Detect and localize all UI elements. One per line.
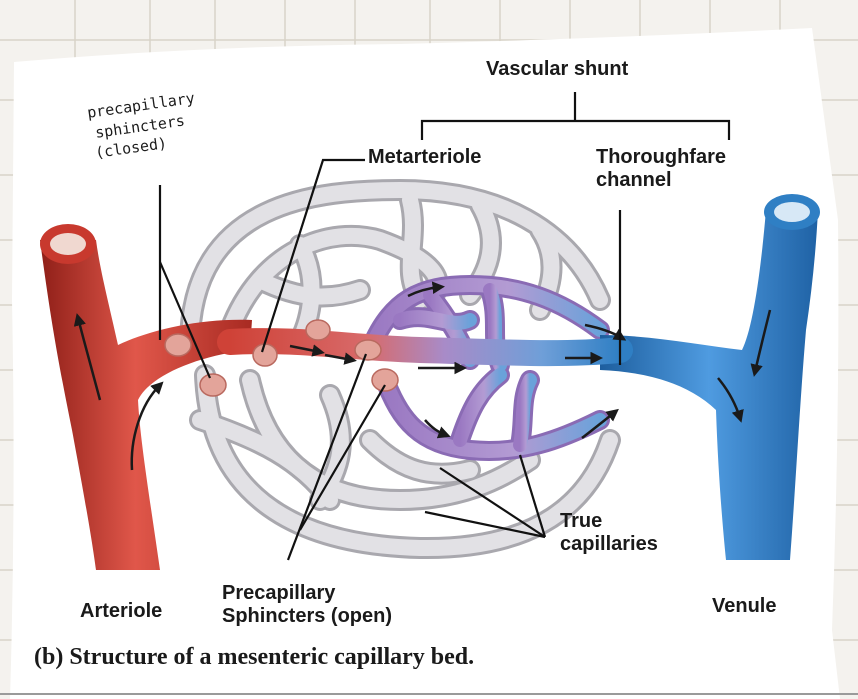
label-true-capillaries-line2: capillaries — [560, 533, 658, 555]
flow-arrow-capillary-upper — [407, 281, 445, 298]
arteriole — [40, 224, 252, 570]
open-sphincter-leader-2 — [299, 384, 386, 531]
label-thoroughfare-line2: channel — [596, 169, 672, 191]
flow-arrow-arteriole-branch — [130, 381, 164, 471]
flow-arrow-venule-down — [750, 309, 772, 377]
flow-arrow-capillary-lower — [424, 419, 451, 439]
label-precapillary-open-line2: Sphincters (open) — [222, 605, 393, 627]
paper-sheet — [10, 28, 840, 699]
label-vascular-shunt: Vascular shunt — [486, 58, 629, 80]
sphincter-closed-2 — [199, 373, 227, 397]
sphincter-closed-4 — [305, 319, 331, 341]
label-venule: Venule — [712, 595, 777, 617]
open-sphincter-leader-1 — [286, 353, 368, 561]
label-metarteriole: Metarteriole — [368, 146, 482, 168]
closed-sphincter-leader-2 — [158, 261, 212, 379]
true-capillaries-leader-3 — [424, 510, 546, 539]
flow-arrow-venule-exit — [717, 377, 744, 423]
metarteriole-channel — [217, 328, 633, 367]
metarteriole-leader — [260, 158, 365, 353]
label-thoroughfare-line1: Thoroughfare — [596, 146, 726, 168]
sphincter-open-1 — [354, 339, 382, 361]
label-arteriole: Arteriole — [80, 600, 163, 622]
sphincter-open-2 — [371, 368, 399, 392]
true-capillaries-leader-2 — [518, 454, 547, 538]
flow-arrows — [73, 281, 772, 471]
label-precapillary-open-line1: Precapillary — [222, 582, 336, 604]
flow-arrow-arteriole-up — [73, 313, 102, 401]
true-capillaries-leader-1 — [439, 467, 546, 538]
precapillary-sphincters — [164, 319, 399, 397]
flow-arrow-metarteriole-2 — [324, 352, 357, 365]
figure-caption: (b) Structure of a mesenteric capillary … — [34, 644, 475, 670]
sphincter-closed-3 — [252, 343, 278, 367]
venule — [600, 194, 820, 560]
leader-lines — [158, 92, 731, 561]
label-true-capillaries-line1: True — [560, 510, 603, 532]
flow-arrow-metarteriole-1 — [289, 344, 325, 357]
flow-arrow-to-venule-lower — [581, 408, 619, 439]
vascular-shunt-bracket — [420, 92, 731, 140]
sphincter-closed-1 — [164, 333, 192, 357]
